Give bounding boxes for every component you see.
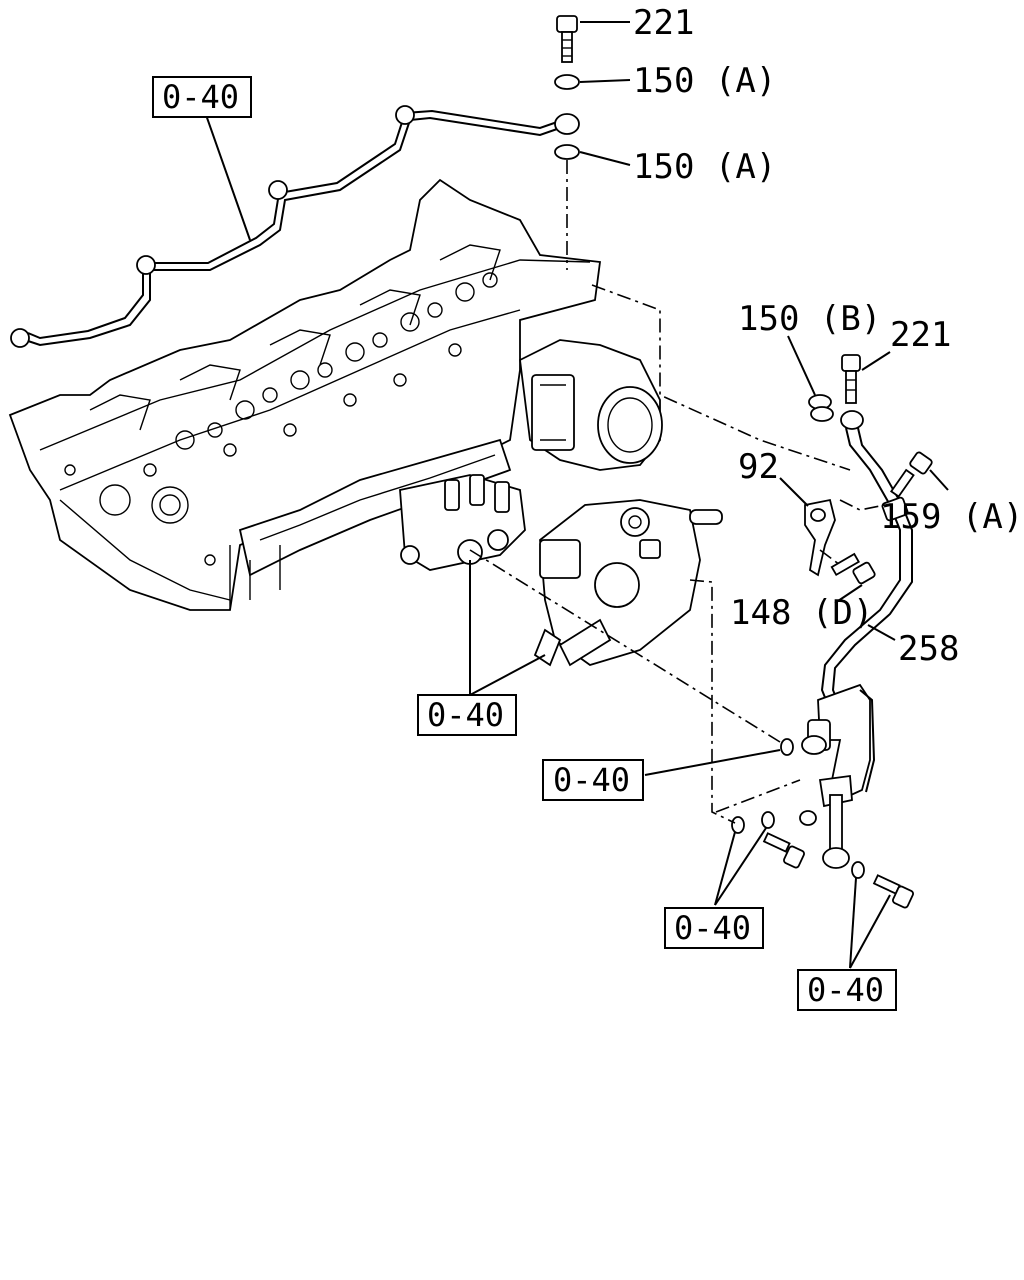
bolt-159a — [890, 451, 933, 498]
bolt-lower-right — [872, 874, 914, 909]
banjo-bolt-221-right — [841, 354, 861, 404]
washer-150a-upper — [554, 74, 580, 90]
clip-92 — [804, 498, 836, 577]
label-258: 258 — [898, 629, 959, 669]
banjo-bolt-221 — [556, 15, 578, 63]
throttle-body — [519, 339, 663, 471]
washer-lower-3 — [851, 861, 865, 879]
bolt-lower-mid — [762, 832, 805, 869]
ref-label-lower-right: 0-40 — [807, 971, 884, 1009]
ref-box-top-left — [152, 76, 252, 118]
washer-150a-lower — [554, 144, 580, 160]
ref-label-pump-left: 0-40 — [427, 696, 504, 734]
fuel-rail-block — [399, 474, 526, 571]
label-221-top: 221 — [633, 3, 694, 43]
ref-box-mid — [542, 759, 644, 801]
bolt-148d — [830, 552, 876, 585]
supply-pump — [533, 499, 723, 667]
washer-lower-1 — [731, 816, 745, 834]
label-150b: 150 (B) — [738, 299, 881, 339]
label-150a-lower: 150 (A) — [633, 147, 776, 187]
ref-box-pump-left — [417, 694, 517, 736]
fuel-pipe-258 — [799, 410, 913, 869]
ref-label-mid: 0-40 — [553, 761, 630, 799]
label-221-right: 221 — [890, 315, 951, 355]
ref-box-lower-right — [797, 969, 897, 1011]
label-150a-upper: 150 (A) — [633, 61, 776, 101]
leak-off-pipe — [10, 105, 580, 348]
washer-lower-2 — [761, 811, 775, 829]
ref-label-top-left: 0-40 — [162, 78, 239, 116]
washer-150b — [808, 394, 834, 422]
washer-mid — [780, 738, 794, 756]
ref-box-lower-mid — [664, 907, 764, 949]
label-148d: 148 (D) — [730, 593, 873, 633]
cylinder-head — [8, 178, 602, 611]
label-92: 92 — [738, 447, 779, 487]
label-159a: 159 (A) — [880, 497, 1023, 537]
ref-label-lower-mid: 0-40 — [674, 909, 751, 947]
